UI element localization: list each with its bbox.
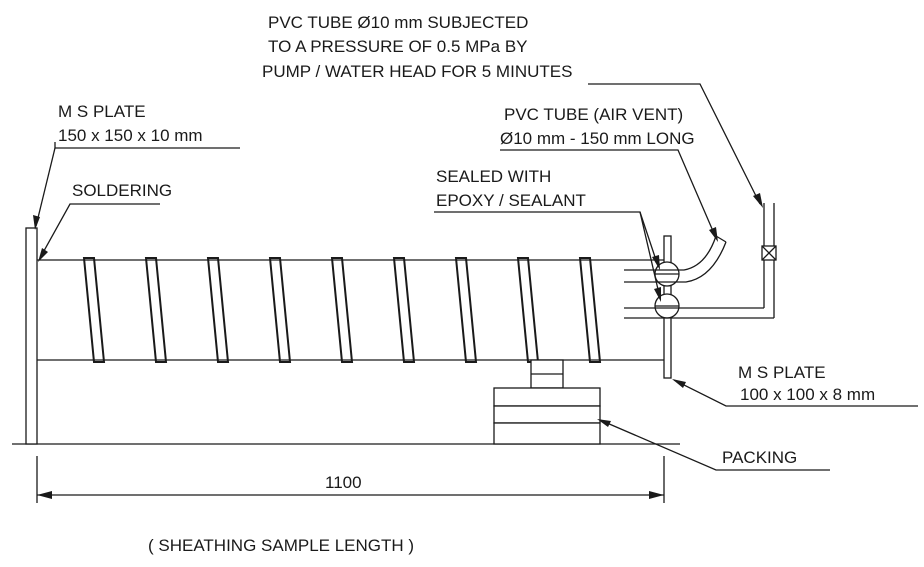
sealed-label-line1: SEALED WITH	[436, 167, 551, 186]
packing-label: PACKING	[722, 448, 797, 467]
leader-lines	[33, 83, 918, 471]
air-vent-label-line1: PVC TUBE (AIR VENT)	[504, 105, 683, 124]
right-plate-label-line2: 100 x 100 x 8 mm	[740, 385, 875, 404]
dimension-label: 1100	[325, 473, 362, 492]
left-plate-label-line2: 150 x 150 x 10 mm	[58, 126, 203, 145]
left-plate-label-line1: M S PLATE	[58, 102, 146, 121]
top-note-line3: PUMP / WATER HEAD FOR 5 MINUTES	[262, 62, 572, 81]
dimension-line	[36, 456, 665, 503]
support-packing	[493, 359, 601, 445]
spiral-corrugations	[82, 257, 602, 363]
top-note-line2: TO A PRESSURE OF 0.5 MPa BY	[268, 37, 528, 56]
air-vent-label-line2: Ø10 mm - 150 mm LONG	[500, 129, 695, 148]
right-plate-label-line1: M S PLATE	[738, 363, 826, 382]
soldering-label: SOLDERING	[72, 181, 172, 200]
left-ms-plate	[25, 227, 38, 445]
sealed-label-line2: EPOXY / SEALANT	[436, 191, 586, 210]
caption: ( SHEATHING SAMPLE LENGTH )	[148, 536, 414, 555]
air-vent-tube	[624, 235, 727, 283]
pressure-tube	[624, 203, 777, 319]
top-note-line1: PVC TUBE Ø10 mm SUBJECTED	[268, 13, 528, 32]
